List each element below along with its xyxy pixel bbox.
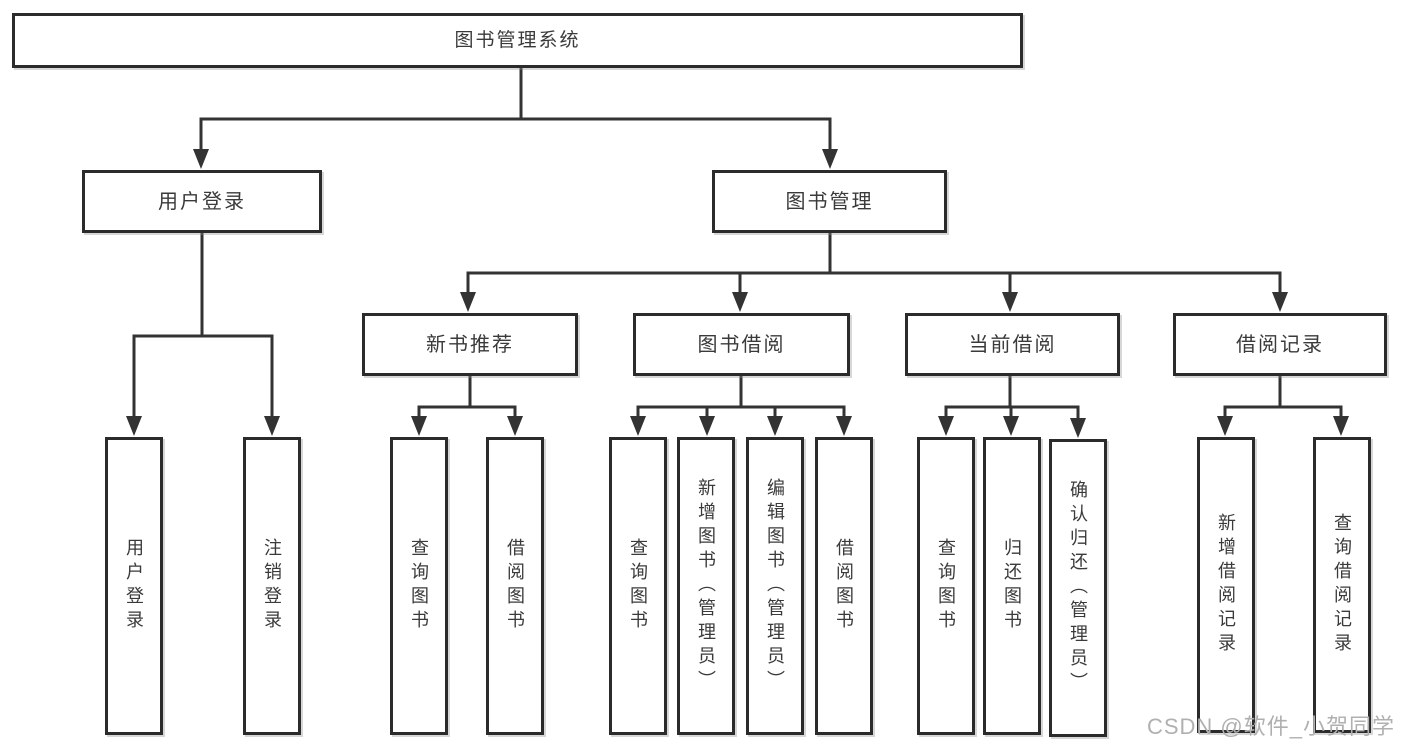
leaf-query-books-current-label: 查询图书 — [936, 538, 956, 634]
leaf-query-books-current: 查询图书 — [917, 437, 975, 735]
leaf-user-login: 用户登录 — [105, 437, 163, 735]
node-book-borrowing: 图书借阅 — [633, 313, 850, 376]
leaf-query-books-borrowing: 查询图书 — [609, 437, 667, 735]
leaf-return-books-label: 归还图书 — [1002, 538, 1022, 634]
node-library-management-system-label: 图书管理系统 — [454, 30, 581, 51]
node-new-book-recommendation-label: 新书推荐 — [426, 333, 514, 356]
leaf-confirm-return-admin: 确认归还（管理员） — [1049, 439, 1107, 737]
leaf-confirm-return-admin-label: 确认归还（管理员） — [1068, 480, 1088, 696]
node-book-borrowing-label: 图书借阅 — [697, 333, 786, 356]
leaf-logout-label: 注销登录 — [262, 538, 282, 634]
watermark-text: CSDN @软件_小贺同学 — [1146, 714, 1395, 739]
node-book-management: 图书管理 — [712, 170, 947, 233]
leaf-query-borrow-record-label: 查询借阅记录 — [1332, 513, 1352, 657]
node-borrowing-records-label: 借阅记录 — [1236, 333, 1324, 356]
leaf-user-login-label: 用户登录 — [124, 538, 144, 634]
leaf-add-books-admin-label: 新增图书（管理员） — [696, 478, 716, 694]
leaf-borrow-books-borrowing: 借阅图书 — [815, 437, 873, 735]
node-library-management-system: 图书管理系统 — [12, 13, 1023, 68]
leaf-add-borrow-record: 新增借阅记录 — [1197, 437, 1255, 733]
leaf-logout: 注销登录 — [243, 437, 301, 735]
leaf-query-books-recommend-label: 查询图书 — [409, 538, 429, 634]
leaf-query-borrow-record: 查询借阅记录 — [1313, 437, 1371, 733]
leaf-borrow-books-borrowing-label: 借阅图书 — [834, 538, 854, 634]
node-current-borrowing-label: 当前借阅 — [968, 333, 1057, 356]
node-user-login: 用户登录 — [82, 170, 322, 233]
node-book-management-label: 图书管理 — [785, 190, 874, 213]
node-current-borrowing: 当前借阅 — [905, 313, 1120, 376]
leaf-borrow-books-recommend-label: 借阅图书 — [505, 538, 525, 634]
leaf-edit-books-admin: 编辑图书（管理员） — [746, 437, 804, 735]
leaf-query-books-recommend: 查询图书 — [390, 437, 448, 735]
leaf-edit-books-admin-label: 编辑图书（管理员） — [765, 478, 785, 694]
node-user-login-label: 用户登录 — [158, 190, 246, 213]
leaf-borrow-books-recommend: 借阅图书 — [486, 437, 544, 735]
node-new-book-recommendation: 新书推荐 — [362, 313, 578, 376]
leaf-add-books-admin: 新增图书（管理员） — [677, 437, 735, 735]
node-borrowing-records: 借阅记录 — [1173, 313, 1387, 376]
leaf-add-borrow-record-label: 新增借阅记录 — [1216, 513, 1236, 657]
leaf-query-books-borrowing-label: 查询图书 — [628, 538, 648, 634]
leaf-return-books: 归还图书 — [983, 437, 1041, 735]
